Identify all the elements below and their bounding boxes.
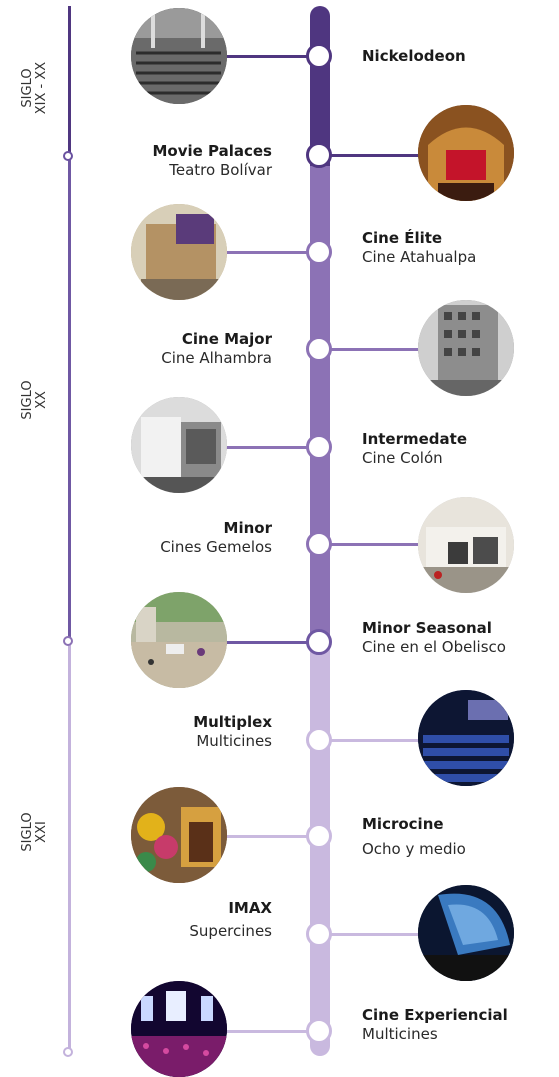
- timeline-node: [306, 1018, 332, 1044]
- photo-city-building: [418, 300, 514, 396]
- timeline-spine-bottom: [310, 646, 330, 1056]
- event-label-movie-palaces: Movie Palaces Teatro Bolívar: [72, 142, 272, 180]
- event-label-multiplex: Multiplex Multicines: [72, 713, 272, 751]
- event-title: Cine Élite: [362, 229, 443, 247]
- photo-street-square: [131, 592, 227, 688]
- event-label-microcine: Microcine Ocho y medio: [362, 815, 559, 859]
- photo-art-deco-facade: [131, 204, 227, 300]
- timeline-node: [306, 629, 332, 655]
- timeline-node: [306, 43, 332, 69]
- connector: [330, 739, 420, 742]
- event-title: Nickelodeon: [362, 47, 466, 65]
- era-end-dot: [63, 1047, 73, 1057]
- photo-bw-cinema-building: [131, 397, 227, 493]
- event-label-minor: Minor Cines Gemelos: [72, 519, 272, 557]
- event-label-minor-seasonal: Minor Seasonal Cine en el Obelisco: [362, 619, 558, 657]
- event-title: Cine Experiencial: [362, 1006, 508, 1024]
- photo-imax-dome: [418, 885, 514, 981]
- photo-ornate-stage: [418, 105, 514, 201]
- event-subtitle: Teatro Bolívar: [169, 161, 272, 179]
- connector: [330, 154, 420, 157]
- event-label-cine-experiencial: Cine Experiencial Multicines: [362, 1006, 558, 1044]
- era-divider-dot: [63, 636, 73, 646]
- timeline-node: [306, 727, 332, 753]
- event-label-cine-elite: Cine Élite Cine Atahualpa: [362, 229, 559, 267]
- event-label-imax: IMAX Supercines: [72, 899, 272, 941]
- timeline-spine-middle: [310, 166, 330, 646]
- photo-concert-screen: [131, 981, 227, 1077]
- era-line-3: [68, 641, 71, 1055]
- connector: [220, 641, 310, 644]
- event-title: Minor: [223, 519, 272, 537]
- connector: [220, 55, 310, 58]
- connector: [220, 446, 310, 449]
- event-title: Multiplex: [193, 713, 272, 731]
- timeline-node: [306, 921, 332, 947]
- timeline-node: [306, 531, 332, 557]
- era-divider-dot: [63, 151, 73, 161]
- era-line-1: [68, 6, 71, 156]
- photo-modern-cinema-facade: [418, 497, 514, 593]
- connector: [220, 251, 310, 254]
- event-subtitle: Multicines: [196, 732, 272, 750]
- timeline-node: [306, 142, 332, 168]
- event-title: Movie Palaces: [152, 142, 272, 160]
- timeline-node: [306, 336, 332, 362]
- photo-multiplex-seats: [418, 690, 514, 786]
- event-subtitle: Cine Colón: [362, 449, 443, 467]
- event-title: IMAX: [228, 899, 272, 917]
- connector: [330, 348, 420, 351]
- connector: [220, 835, 310, 838]
- event-title: Cine Major: [181, 330, 272, 348]
- event-subtitle: Cines Gemelos: [160, 538, 272, 556]
- connector: [330, 543, 420, 546]
- event-subtitle: Cine en el Obelisco: [362, 638, 506, 656]
- event-subtitle: Cine Alhambra: [161, 349, 272, 367]
- event-subtitle: Multicines: [362, 1025, 438, 1043]
- event-label-cine-major: Cine Major Cine Alhambra: [72, 330, 272, 368]
- connector: [330, 933, 420, 936]
- event-label-intermedate: Intermedate Cine Colón: [362, 430, 559, 468]
- timeline-node: [306, 239, 332, 265]
- event-title: Microcine: [362, 815, 444, 833]
- event-subtitle: Ocho y medio: [362, 840, 466, 858]
- event-title: Minor Seasonal: [362, 619, 492, 637]
- event-subtitle: Supercines: [189, 922, 272, 940]
- event-label-nickelodeon: Nickelodeon: [362, 47, 559, 66]
- connector: [220, 1030, 310, 1033]
- timeline-node: [306, 823, 332, 849]
- event-title: Intermedate: [362, 430, 468, 448]
- photo-colorful-mural: [131, 787, 227, 883]
- photo-old-theater-interior: [131, 8, 227, 104]
- era-line-2: [68, 156, 71, 641]
- timeline-node: [306, 434, 332, 460]
- event-subtitle: Cine Atahualpa: [362, 248, 477, 266]
